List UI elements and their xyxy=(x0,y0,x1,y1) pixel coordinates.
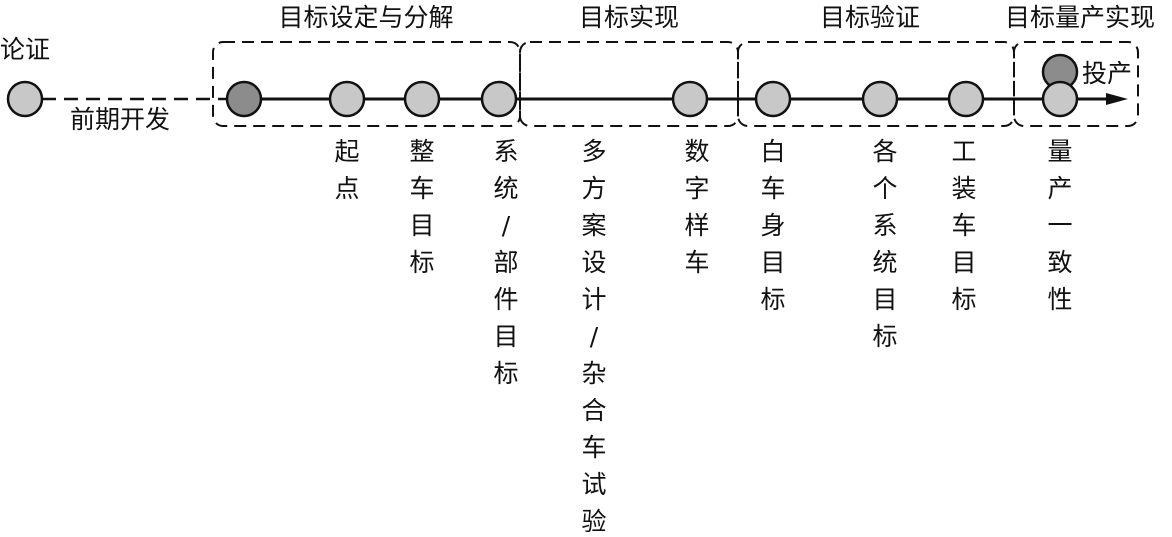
arrow-end-label: 投产 xyxy=(1082,59,1132,88)
milestone-node-origin xyxy=(6,80,44,118)
phase-title-verify: 目标验证 xyxy=(820,3,920,32)
phase-title-decompose: 目标设定与分解 xyxy=(278,3,453,32)
left-label: 论证 xyxy=(0,35,50,64)
milestone-label-start: 起点 xyxy=(334,137,359,203)
phase-box-mass xyxy=(1013,41,1139,127)
milestone-label-mass-consistency: 量产一致性 xyxy=(1047,137,1072,314)
phase-title-realize: 目标实现 xyxy=(579,3,679,32)
milestone-node-body-target xyxy=(754,80,792,118)
dashed-segment-label: 前期开发 xyxy=(70,105,170,134)
milestone-node-tooling-target xyxy=(947,80,985,118)
milestone-label-system-target: 系统/部件目标 xyxy=(493,137,518,388)
milestone-label-tooling-target: 工装车目标 xyxy=(951,137,976,314)
milestone-label-each-system-target: 各个系统目标 xyxy=(872,137,897,351)
phase-box-verify xyxy=(737,41,1015,127)
milestone-label-vehicle-target: 整车目标 xyxy=(409,137,434,277)
milestone-node-mass-consistency xyxy=(1041,80,1079,118)
phase-title-mass: 目标量产实现 xyxy=(1005,3,1155,32)
milestone-node-vehicle-target xyxy=(328,80,366,118)
between-label: 多方案设计/杂合车试验 xyxy=(581,137,606,536)
milestone-node-each-system-target xyxy=(861,80,899,118)
milestone-node-start xyxy=(225,80,263,118)
milestone-label-digital-sample: 数字样车 xyxy=(684,137,709,277)
phase-box-realize xyxy=(519,41,739,127)
milestone-node-digital-sample xyxy=(671,80,709,118)
milestone-labels: 起点 整车目标 系统/部件目标 数字样车 白车身目标 各个系统目标 工装车目标 量产一致性 xyxy=(334,137,1072,388)
milestone-node-system-target xyxy=(403,80,441,118)
milestone-nodes xyxy=(6,80,1079,118)
phase-box-decompose xyxy=(212,41,521,127)
milestone-label-body-target: 白车身目标 xyxy=(760,137,785,314)
milestone-node-target-system xyxy=(480,80,518,118)
timeline-arrowhead xyxy=(1106,93,1128,105)
between-label-group: 多方案设计/杂合车试验 xyxy=(581,137,606,536)
